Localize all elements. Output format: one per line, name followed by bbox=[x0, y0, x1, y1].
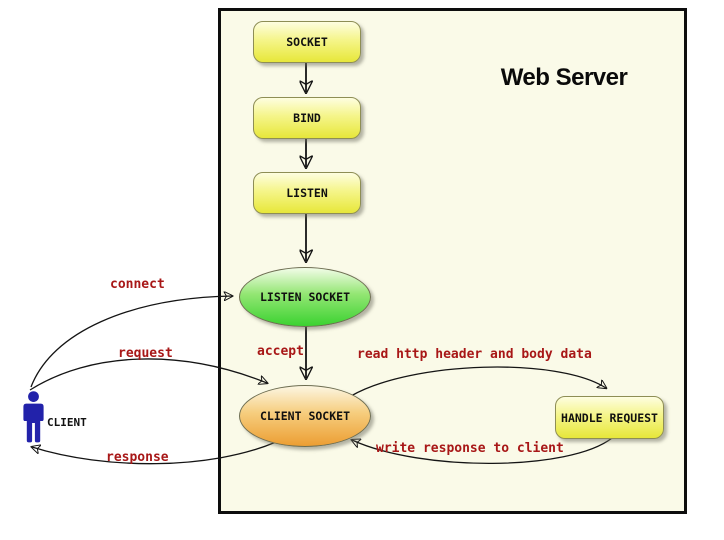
node-listen-label: LISTEN bbox=[286, 186, 328, 200]
edge-label-accept: accept bbox=[257, 344, 304, 359]
node-handle-request-label: HANDLE REQUEST bbox=[561, 410, 658, 425]
client-label: CLIENT bbox=[47, 416, 87, 429]
node-socket-label: SOCKET bbox=[286, 35, 328, 49]
node-client-socket: CLIENT SOCKET bbox=[239, 385, 371, 447]
edge-label-read: read http header and body data bbox=[357, 347, 592, 362]
edge-label-write: write response to client bbox=[376, 441, 564, 456]
edge-label-request: request bbox=[118, 346, 173, 361]
node-bind-label: BIND bbox=[293, 111, 321, 125]
node-listen: LISTEN bbox=[253, 172, 361, 214]
node-listen-socket: LISTEN SOCKET bbox=[239, 267, 371, 327]
page-title: Web Server bbox=[500, 64, 628, 91]
node-bind: BIND bbox=[253, 97, 361, 139]
node-socket: SOCKET bbox=[253, 21, 361, 63]
person-icon bbox=[23, 391, 44, 443]
edge-label-response: response bbox=[106, 450, 169, 465]
node-client-socket-label: CLIENT SOCKET bbox=[259, 409, 350, 423]
arrow-connect bbox=[30, 296, 232, 388]
edge-label-connect: connect bbox=[110, 277, 165, 292]
node-listen-socket-label: LISTEN SOCKET bbox=[259, 290, 350, 304]
node-handle-request: HANDLE REQUEST bbox=[555, 396, 664, 439]
